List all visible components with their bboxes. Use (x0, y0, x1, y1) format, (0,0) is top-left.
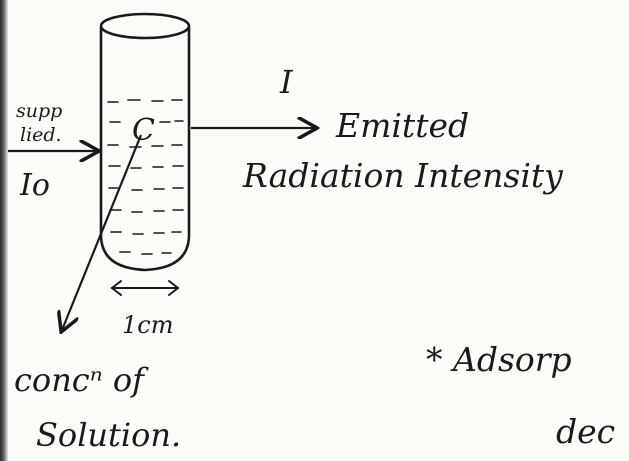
emitted-label: Emitted (335, 106, 469, 145)
page-binding-edge (0, 0, 8, 461)
intensity-i-label: I (279, 63, 294, 101)
concentration-label-line2: Solution. (36, 416, 181, 454)
radiation-intensity-label: Radiation Intensity (242, 156, 563, 195)
concentration-label-line1: concⁿ of (14, 361, 149, 399)
adsorption-note-line2: dec (556, 412, 615, 451)
test-tube (99, 12, 191, 272)
path-length-arrow (110, 280, 180, 296)
supplied-label-line2: lied. (20, 124, 62, 146)
path-length-label: 1cm (122, 311, 173, 339)
concentration-symbol: C (132, 113, 155, 148)
tube-rim (99, 12, 191, 40)
intensity-i0-label: Io (19, 168, 50, 203)
concentration-pointer-arrow (62, 134, 143, 330)
tube-body (99, 26, 191, 272)
supplied-label-line1: supp (16, 100, 62, 122)
adsorption-note-line1: * Adsorp (426, 340, 572, 379)
